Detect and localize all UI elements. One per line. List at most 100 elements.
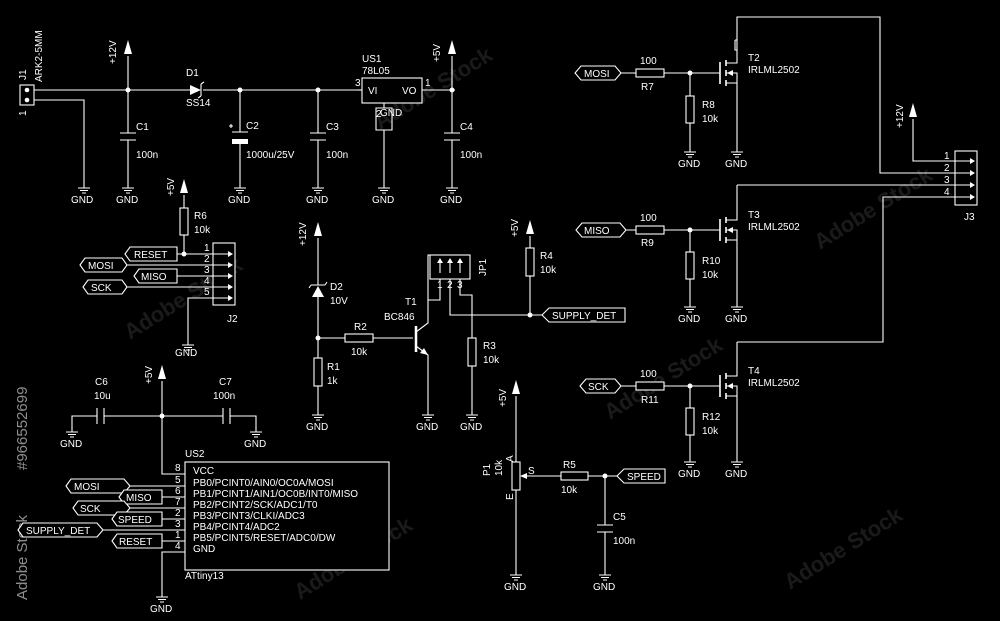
c1-val: 100n <box>136 150 158 161</box>
d1-ref: D1 <box>186 68 199 79</box>
gnd-label: GND <box>71 195 93 206</box>
us2-vcc: VCC <box>193 466 214 477</box>
r12-ref: R12 <box>702 412 721 423</box>
gnd-label: GND <box>150 604 172 615</box>
r9-ref: R9 <box>641 238 654 249</box>
isp-header-section: +5V R6 10k RESET MOSI MISO SCK 1 2 3 4 5… <box>79 178 238 359</box>
p1-s: S <box>528 466 535 477</box>
r12-val: 10k <box>702 426 719 437</box>
pin7-label: 7 <box>175 497 181 508</box>
net-speed-text: SPEED <box>118 515 152 526</box>
us2-pb5: PB5/PCINT5/RESET/ADC0/DW <box>193 533 336 544</box>
plus12v-label: +12V <box>895 104 906 128</box>
c2-ref: C2 <box>246 121 259 132</box>
net-label-speed <box>111 511 163 527</box>
net-label-sck <box>72 500 131 516</box>
d1-part: SS14 <box>186 98 211 109</box>
pin5-label: 5 <box>204 287 210 298</box>
r1-resistor <box>313 357 323 387</box>
r2-resistor <box>344 333 374 343</box>
j1-part: ARK2-5MM <box>34 30 45 82</box>
r11-val: 100 <box>640 369 657 380</box>
r7-val: 100 <box>640 56 657 67</box>
pin2-label: 2 <box>175 508 181 519</box>
net-label-reset <box>111 533 163 549</box>
pin3-label: 3 <box>204 265 210 276</box>
gnd-label: GND <box>416 422 438 433</box>
r8-val: 10k <box>702 114 719 125</box>
t1-part: BC846 <box>384 312 415 323</box>
gnd-label: GND <box>244 439 266 450</box>
gnd-label: GND <box>725 469 747 480</box>
c7-ref: C7 <box>219 377 232 388</box>
r5-resistor <box>560 471 589 481</box>
net-sck-text: SCK <box>588 382 609 393</box>
gnd-label: GND <box>440 195 462 206</box>
pin2-label: 2 <box>204 254 210 265</box>
supply-detection-section: +12V D2 10V R1 1k GND R2 10k GND T1 BC84… <box>298 219 626 433</box>
gnd-label: GND <box>678 314 700 325</box>
pin3-label: 3 <box>944 175 950 186</box>
net-label-supply-det <box>17 522 104 538</box>
plus5v-label: +5V <box>498 389 509 407</box>
r8-resistor <box>685 95 695 124</box>
r7-resistor <box>635 68 665 78</box>
power-section: J1 ARK2-5MM 1 GND +12V C1 100n GND D1 SS… <box>18 30 482 206</box>
j3-ref: J3 <box>964 212 975 223</box>
gnd-label: GND <box>175 348 197 359</box>
c3-ref: C3 <box>326 122 339 133</box>
pin1-label: 1 <box>175 530 181 541</box>
watermark-id: #966552699 <box>14 387 31 470</box>
pin5-label: 5 <box>175 475 181 486</box>
net-sck-text: SCK <box>80 504 101 515</box>
c7-val: 100n <box>213 391 235 402</box>
r8-ref: R8 <box>702 100 715 111</box>
r10-ref: R10 <box>702 256 721 267</box>
gnd-label: GND <box>116 195 138 206</box>
us1-part: 78L05 <box>362 66 390 77</box>
us2-pb2: PB2/PCINT2/SCK/ADC1/T0 <box>193 500 318 511</box>
p1-a: A <box>505 455 516 462</box>
c5-val: 100n <box>613 536 635 547</box>
p1-e: E <box>505 493 516 500</box>
net-miso-text: MISO <box>126 493 152 504</box>
net-label-supply-det <box>541 307 626 323</box>
us1-pin1: 1 <box>425 78 431 89</box>
p1-ref: P1 <box>482 463 493 476</box>
jp1-ref: JP1 <box>478 258 489 276</box>
gnd-label: GND <box>504 582 526 593</box>
r3-resistor <box>467 337 477 367</box>
us1-vi: VI <box>368 86 377 97</box>
r12-resistor <box>685 407 695 436</box>
c2-val: 1000u/25V <box>246 150 295 161</box>
gnd-label: GND <box>678 159 700 170</box>
r4-ref: R4 <box>540 251 553 262</box>
us1-vo: VO <box>402 86 417 97</box>
net-speed-text: SPEED <box>627 472 661 483</box>
net-miso-text: MISO <box>141 272 167 283</box>
us1-pin2: 2 <box>376 109 382 120</box>
r3-val: 10k <box>483 355 500 366</box>
t3-mosfet <box>719 185 743 313</box>
c5-ref: C5 <box>613 512 626 523</box>
us2-part: ATtiny13 <box>185 571 224 582</box>
p1-val: 10k <box>494 459 505 476</box>
pin1-label: 1 <box>944 151 950 162</box>
us1-pin3: 3 <box>355 78 361 89</box>
r5-val: 10k <box>561 485 578 496</box>
us2-ref: US2 <box>185 449 205 460</box>
r2-val: 10k <box>351 347 368 358</box>
net-label-speed <box>616 468 666 484</box>
plus5v-label: +5V <box>144 366 155 384</box>
r6-ref: R6 <box>194 211 207 222</box>
r1-val: 1k <box>327 376 339 387</box>
output-drivers-section: MOSI 100 R7 R8 10k GND T2 IRLML2502 GND … <box>574 16 978 480</box>
r11-resistor <box>635 381 665 391</box>
c4-val: 100n <box>460 150 482 161</box>
t4-mosfet <box>719 342 743 468</box>
watermark-text: Adobe Stock <box>599 331 727 424</box>
j2-ref: J2 <box>227 314 238 325</box>
net-mosi-text: MOSI <box>88 261 114 272</box>
t2-part: IRLML2502 <box>748 65 800 76</box>
pin1-label: 1 <box>204 243 210 254</box>
